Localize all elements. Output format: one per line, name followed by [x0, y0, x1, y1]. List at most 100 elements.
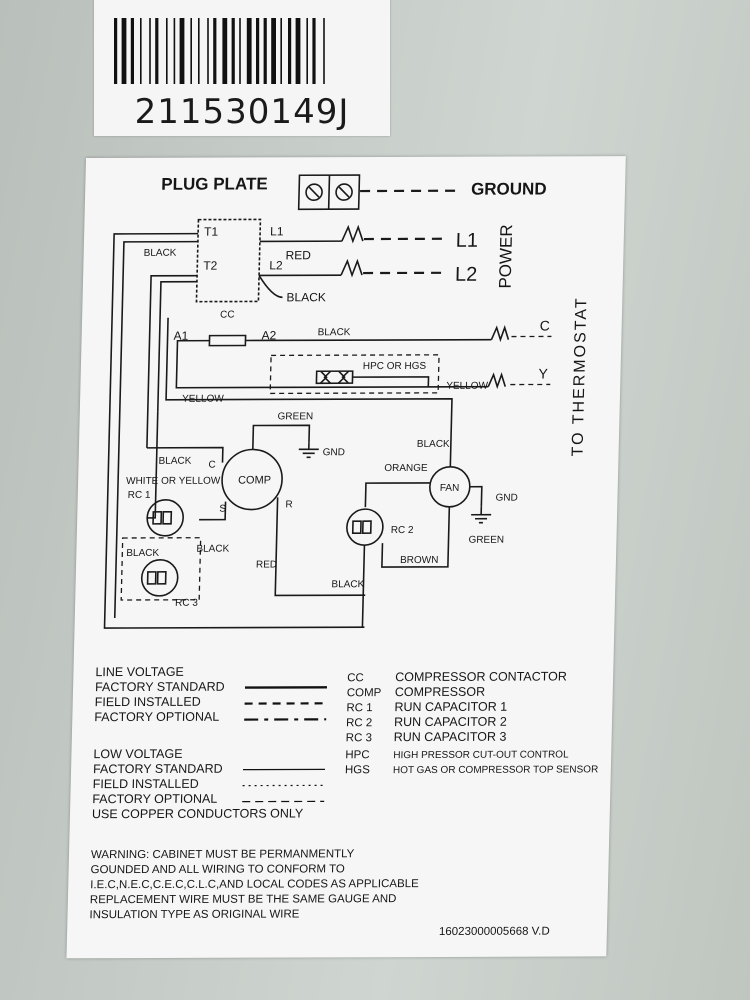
barcode-bar [155, 18, 159, 84]
warning-line-4: REPLACEMENT WIRE MUST BE THE SAME GAUGE … [90, 893, 397, 906]
t2-label: T2 [203, 259, 218, 273]
barcode-bar [130, 18, 134, 84]
barcode-number: 211530149J [134, 92, 350, 132]
c-label: C [540, 317, 551, 333]
rc1-label: RC 1 [128, 490, 151, 501]
rc3-label: RC 3 [175, 598, 198, 609]
abbrev-code: HGS [345, 764, 371, 776]
brown-label: BROWN [400, 555, 439, 566]
barcode-bar [323, 18, 325, 84]
black-a2-label: BLACK [318, 327, 351, 338]
hpc-hgs-dashed-box [269, 354, 440, 395]
black-left-label: BLACK [144, 248, 177, 259]
barcode-bar [256, 18, 260, 84]
green-top-label: GREEN [277, 411, 313, 422]
barcode-bar [207, 18, 209, 84]
gnd2-label: GND [495, 493, 517, 504]
barcode-bar [114, 18, 118, 84]
black-wire-label: BLACK [286, 290, 326, 304]
legend-low-factory-optional: FACTORY OPTIONAL [92, 792, 217, 806]
warning-line-2: GOUNDED AND ALL WIRING TO CONFORM TO [90, 863, 345, 876]
thermostat-c-connector [490, 325, 510, 343]
white-yellow-label: WHITE OR YELLOW [126, 476, 221, 487]
barcode-bar [166, 18, 168, 84]
barcode-bar [198, 18, 200, 84]
abbrev-code: CC [347, 672, 364, 684]
abbrev-description: RUN CAPACITOR 3 [394, 730, 507, 744]
s-label: S [219, 504, 226, 515]
rc3-dashed-box [120, 537, 202, 601]
a2-label: A2 [261, 328, 276, 342]
l1-small-label: L1 [270, 224, 284, 238]
warning-line-5: INSULATION TYPE AS ORIGINAL WIRE [89, 908, 300, 921]
barcode-bar [179, 18, 185, 84]
rc2-capacitor [346, 508, 384, 546]
black-bottom-label: BLACK [331, 579, 364, 590]
gnd1-label: GND [323, 447, 345, 458]
ground-symbol-2 [471, 506, 492, 524]
barcode-bar [271, 18, 276, 84]
a1-label: A1 [173, 329, 188, 343]
abbrev-description: COMPRESSOR [395, 685, 486, 699]
black-rc3-label: BLACK [196, 544, 229, 555]
red-wire-label: RED [285, 248, 311, 262]
plug-plate-terminal [297, 174, 361, 211]
ground-symbol-1 [298, 442, 319, 459]
barcode-bar [280, 18, 282, 84]
thermostat-y-connector [487, 372, 507, 390]
power-connector-l2 [340, 258, 363, 278]
barcode-bar [312, 18, 316, 84]
barcode-bar [295, 18, 301, 84]
ground-label: GROUND [471, 179, 547, 198]
black-fan-label: BLACK [417, 439, 450, 450]
barcode-label: 211530149J [94, 0, 390, 136]
comp-c-label: C [208, 460, 215, 471]
plug-plate-title: PLUG PLATE [161, 174, 268, 193]
r-label: R [285, 499, 292, 510]
barcode-bar [213, 18, 217, 84]
cc-label: CC [220, 310, 235, 321]
hpc-hgs-label: HPC OR HGS [363, 361, 427, 372]
abbrev-description: RUN CAPACITOR 1 [394, 700, 507, 714]
black-rc1-label: BLACK [126, 548, 159, 559]
warning-line-3: I.E.C,N.E.C,C.E.C,C.L.C,AND LOCAL CODES … [90, 878, 419, 891]
barcode-bar [149, 18, 151, 84]
abbrev-code: RC 3 [346, 732, 372, 744]
l2-big-label: L2 [455, 264, 478, 286]
cc-coil [208, 334, 247, 347]
rc2-label: RC 2 [391, 525, 414, 536]
orange-label: ORANGE [384, 463, 428, 474]
abbrev-code: COMP [347, 687, 382, 699]
barcode-bar [246, 18, 252, 84]
l2-small-label: L2 [269, 258, 283, 272]
legend-low-field-installed: FIELD INSTALLED [93, 777, 199, 791]
barcode-bar [263, 18, 267, 84]
abbrev-code: RC 2 [346, 717, 372, 729]
rc3-capacitor [140, 559, 179, 597]
wiring-label-sheet: PLUG PLATE GROUND T1 T2 L1 L2 CC A1 A2 L… [66, 156, 626, 959]
abbrev-code: RC 1 [346, 702, 372, 714]
y-label: Y [538, 365, 548, 381]
fan-label: FAN [440, 483, 460, 494]
barcode-bar [121, 18, 127, 84]
green2-label: GREEN [468, 535, 504, 546]
legend-lv-factory-standard: FACTORY STANDARD [95, 680, 225, 694]
barcode-bar [288, 18, 292, 84]
red-comp-label: RED [256, 559, 277, 570]
black-comp-label: BLACK [158, 456, 191, 467]
abbrev-description: HIGH PRESSOR CUT-OUT CONTROL [393, 749, 569, 761]
abbrev-code: HPC [345, 749, 370, 761]
power-label: POWER [496, 224, 517, 288]
thermostat-label: TO THERMOSTAT [570, 296, 591, 456]
legend-copper: USE COPPER CONDUCTORS ONLY [92, 806, 304, 821]
legend-line-voltage: LINE VOLTAGE [95, 665, 184, 679]
l1-big-label: L1 [456, 230, 479, 252]
part-number: 16023000005668 V.D [439, 926, 550, 938]
abbrev-description: RUN CAPACITOR 2 [394, 715, 507, 729]
barcode-bar [231, 18, 235, 84]
abbrev-description: HOT GAS OR COMPRESSOR TOP SENSOR [393, 764, 599, 776]
comp-label: COMP [238, 474, 271, 486]
barcode-bars [114, 18, 325, 84]
legend-low-voltage: LOW VOLTAGE [93, 747, 182, 761]
